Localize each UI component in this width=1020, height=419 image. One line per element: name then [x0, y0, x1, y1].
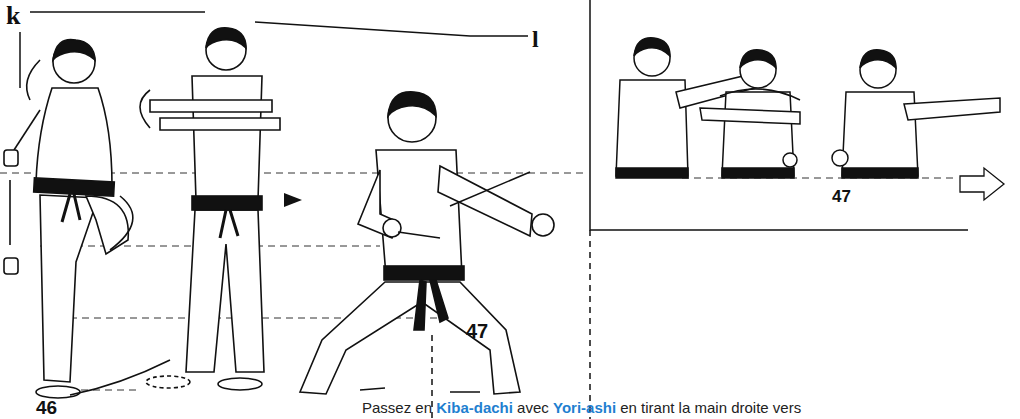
drawing-stroke	[34, 178, 115, 196]
drawing-stroke	[192, 196, 262, 210]
drawing-stroke	[360, 388, 480, 392]
drawing-stroke	[140, 90, 150, 128]
drawing-stroke	[783, 153, 797, 167]
drawing-stroke	[383, 219, 401, 237]
karateka-figure	[4, 39, 170, 398]
drawing-stroke	[110, 196, 133, 250]
drawing-stroke	[9, 180, 11, 245]
karateka-figure	[700, 50, 800, 178]
caption: Passez enKiba-dachiavecYori-ashien tiran…	[362, 399, 805, 417]
karateka-figure	[300, 92, 554, 394]
step-number: 47	[466, 320, 488, 342]
drawing-stroke	[700, 108, 800, 124]
drawing-stroke	[218, 378, 262, 390]
drawing-stroke	[146, 376, 190, 388]
drawing-stroke	[4, 150, 18, 166]
drawing-stroke	[86, 196, 128, 254]
drawing-stroke	[740, 50, 776, 68]
drawing-stroke	[388, 92, 436, 116]
caption-text: avec	[517, 399, 549, 416]
caption-text: Passez en	[362, 399, 432, 416]
caption-text: Yori-ashi	[553, 399, 616, 416]
drawing-stroke	[30, 11, 205, 13]
drawing-stroke	[14, 110, 40, 150]
drawing-stroke	[414, 280, 448, 330]
drawing-stroke	[27, 60, 40, 100]
drawing-stroke	[40, 195, 98, 382]
drawing-stroke	[255, 22, 528, 36]
step-number: 47	[832, 188, 851, 207]
drawing-stroke	[398, 232, 440, 238]
drawing-stroke	[450, 172, 530, 206]
step-number: 46	[36, 398, 57, 419]
drawing-stroke	[832, 150, 848, 166]
drawing-stroke	[384, 266, 464, 280]
drawing-stroke	[616, 168, 688, 178]
caption-text: Kiba-dachi	[436, 399, 513, 416]
drawing-stroke	[160, 118, 280, 130]
frame-lines	[20, 0, 968, 419]
drawing-stroke	[589, 230, 591, 419]
drawing-stroke	[150, 100, 272, 112]
drawing-stroke	[842, 168, 918, 178]
drawing-stroke	[860, 50, 896, 68]
drawing-stroke	[532, 214, 554, 236]
drawing-stroke	[36, 386, 80, 398]
drawing-stroke	[904, 98, 1000, 120]
karateka-figure	[140, 28, 280, 390]
karateka-figure	[832, 50, 1000, 178]
drawing-stroke	[376, 150, 462, 276]
sequence-letter: l	[532, 26, 539, 52]
direction-arrow	[284, 193, 302, 207]
drawing-stroke	[53, 39, 95, 60]
drawing-stroke	[4, 258, 18, 274]
caption-text: en tirant la main droite vers	[620, 399, 801, 416]
drawing-stroke	[300, 282, 520, 394]
drawing-stroke	[720, 89, 800, 100]
sequence-letter: k	[6, 2, 20, 31]
direction-arrow	[960, 168, 1004, 200]
drawing-stroke	[438, 166, 532, 236]
drawing-stroke	[62, 194, 80, 222]
drawing-stroke	[186, 210, 264, 372]
drawing-stroke	[19, 32, 21, 88]
drawing-stroke	[220, 210, 238, 238]
drawing-stroke	[634, 38, 670, 56]
drawing-stroke	[206, 28, 246, 48]
drawing-stroke	[192, 76, 262, 200]
drawing-stroke	[722, 168, 794, 178]
drawing-stroke	[36, 88, 112, 186]
